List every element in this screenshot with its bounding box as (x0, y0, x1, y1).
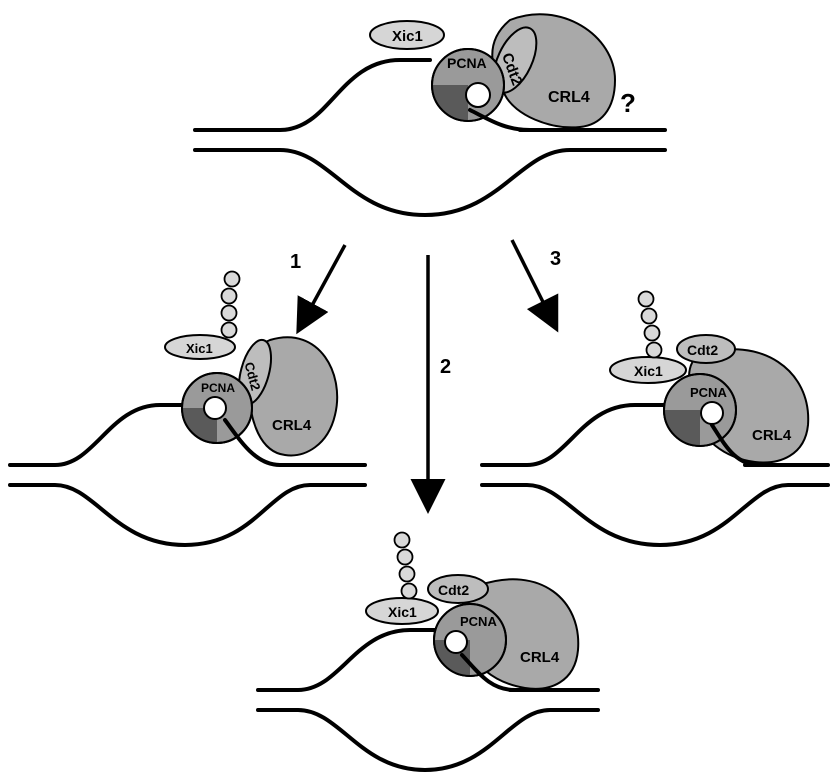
arrow-3-label: 3 (550, 248, 561, 270)
cdt2-label: Cdt2 (687, 342, 718, 358)
ubiquitin-bead (225, 272, 240, 287)
arrow-3 (512, 240, 552, 320)
ubiquitin-bead (222, 323, 237, 338)
dna-upper-strand (258, 630, 455, 690)
crl4-label: CRL4 (272, 417, 312, 434)
ubiquitin-chain (639, 292, 662, 358)
panel-start: CRL4 Cdt2 PCNA Xic1 ? (195, 14, 665, 215)
arrow-2-label: 2 (440, 356, 451, 378)
panel-outcome-2: CRL4 Cdt2 PCNA Xic1 (258, 533, 598, 771)
dna-lower-strand (482, 485, 828, 545)
xic1-label: Xic1 (186, 341, 213, 356)
ubiquitin-bead (222, 306, 237, 321)
ubiquitin-bead (639, 292, 654, 307)
ubiquitin-bead (645, 326, 660, 341)
panel-outcome-3: CRL4 Cdt2 PCNA Xic1 (482, 292, 828, 546)
dna-upper-strand (10, 405, 200, 465)
ubiquitin-bead (222, 289, 237, 304)
ubiquitin-bead (402, 584, 417, 599)
ubiquitin-bead (647, 343, 662, 358)
pcna-label: PCNA (201, 381, 235, 395)
ubiquitin-bead (398, 550, 413, 565)
crl4-label: CRL4 (548, 89, 590, 106)
ubiquitin-bead (642, 309, 657, 324)
pcna-label: PCNA (460, 614, 497, 629)
cdt2-label: Cdt2 (438, 582, 469, 598)
dna-lower-strand (258, 710, 598, 770)
ubiquitin-bead (395, 533, 410, 548)
ubiquitin-chain (395, 533, 417, 599)
pcna-label: PCNA (690, 385, 727, 400)
question-mark: ? (620, 88, 636, 118)
crl4-label: CRL4 (752, 427, 792, 444)
xic1-label: Xic1 (388, 604, 417, 620)
xic1-label: Xic1 (634, 363, 663, 379)
ubiquitin-bead (400, 567, 415, 582)
arrow-1 (303, 245, 345, 322)
ubiquitin-chain (222, 272, 240, 338)
dna-upper-strand (482, 405, 675, 465)
xic1-label: Xic1 (392, 28, 423, 45)
crl4-label: CRL4 (520, 649, 560, 666)
pcna-label: PCNA (447, 55, 487, 71)
arrow-1-label: 1 (290, 251, 301, 273)
panel-outcome-1: CRL4 Cdt2 PCNA Xic1 (10, 272, 365, 546)
dna-lower-strand (10, 485, 365, 545)
dna-lower-strand (195, 150, 665, 215)
dna-upper-strand (195, 60, 430, 130)
